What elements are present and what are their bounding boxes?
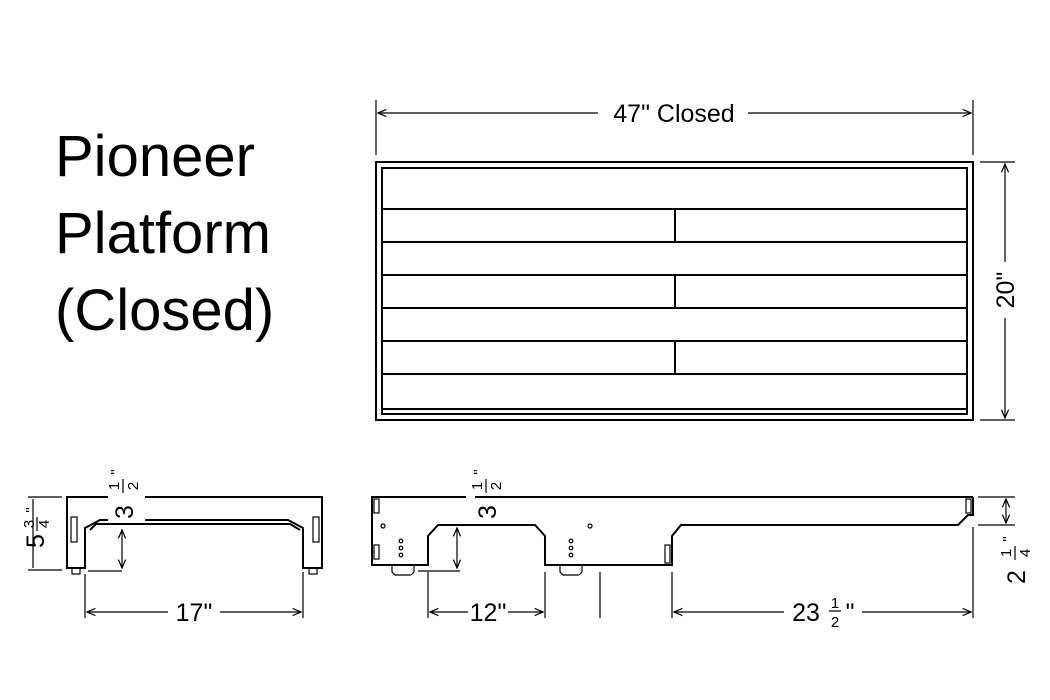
end-height-num: 3 [21,520,38,528]
end-height-unit: " [23,507,40,512]
width-label: 20" [992,272,1020,309]
dimension-side-long: 23 1 2 " [599,527,974,631]
side-long-whole: 23 [792,599,820,627]
side-view [371,496,974,576]
side-end-height-den: 4 [1017,549,1034,557]
side-long-unit: " [846,599,855,627]
end-top-unit: " [108,469,125,474]
dimension-end-height: 5 3 4 " [21,496,62,571]
title-line-3: (Closed) [55,278,275,343]
dimension-end-top: 3 1 2 " [88,469,142,572]
side-end-height-num: 1 [998,549,1015,557]
dimension-end-span: 17" [84,572,304,627]
side-top-whole: 3 [474,505,502,519]
side-long-num: 1 [831,595,839,612]
dimension-side-end-height: 2 1 4 " [978,496,1034,584]
end-height-den: 4 [36,520,53,528]
length-label: 47" Closed [613,100,734,128]
dimension-side-opening: 12" [427,572,546,627]
side-long-den: 2 [831,614,839,631]
dimension-length: 47" Closed [375,100,974,155]
side-end-height-whole: 2 [1003,570,1031,584]
end-height-whole: 5 [22,534,50,548]
side-opening-label: 12" [470,599,507,627]
side-top-num: 1 [469,482,486,490]
side-end-height-unit: " [1000,536,1017,541]
side-top-unit: " [471,469,488,474]
drawing-title: Pioneer Platform (Closed) [55,118,274,349]
dimension-side-top: 3 1 2 " [418,469,505,572]
end-top-whole: 3 [111,505,139,519]
end-view [66,496,323,575]
svg-text:5: 5 [22,534,50,548]
top-view [375,161,974,421]
end-span-label: 17" [176,599,213,627]
end-top-num: 1 [106,482,123,490]
title-line-1: Pioneer [55,124,255,189]
side-top-den: 2 [488,482,505,490]
end-top-den: 2 [125,482,142,490]
title-line-2: Platform [55,201,271,266]
dimension-width: 20" [980,161,1020,421]
